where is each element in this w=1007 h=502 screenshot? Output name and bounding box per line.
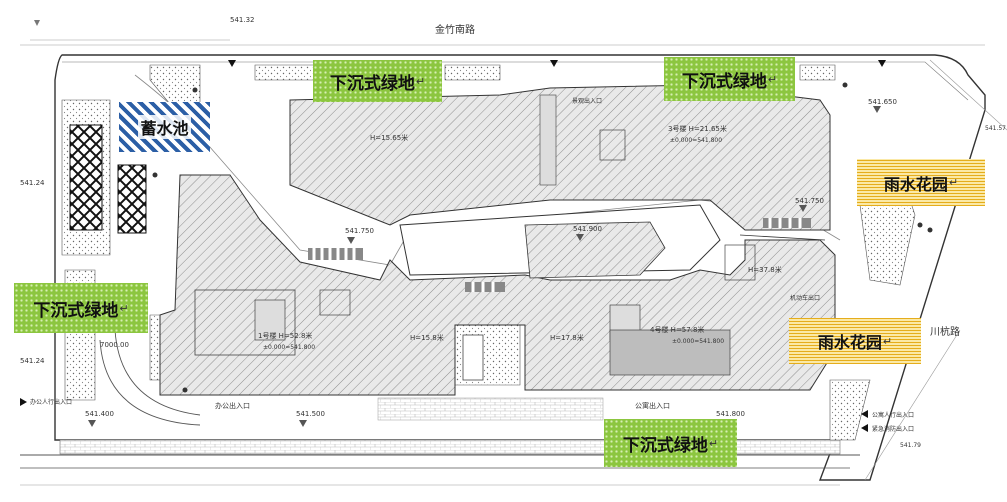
- ramp-width: 7000.00: [100, 341, 129, 349]
- building-3-label: 3号楼 H=21.65米: [668, 124, 727, 133]
- elevation-right-edge: 541.57: [985, 125, 1006, 132]
- elevation-center: 541.900: [573, 225, 602, 233]
- sunken-green-text: 下沉式绿地: [33, 300, 119, 321]
- storage-tank-b: [117, 164, 147, 234]
- elevation-right-bottom: 541.79: [900, 442, 921, 449]
- storage-tank-a: [69, 124, 103, 231]
- building-3-elevation: ±0.000=541.800: [670, 137, 722, 144]
- office-entry-label: 办公出入口: [215, 401, 250, 410]
- lawn-path-label: 景观出入口: [572, 97, 602, 105]
- return-mark: ↵: [708, 436, 719, 450]
- return-mark: ↵: [767, 72, 778, 86]
- sunken-green-label-top-right: 下沉式绿地↵: [664, 57, 795, 101]
- road-name-north: 金竹南路: [435, 23, 475, 36]
- rain-garden-text: 雨水花园: [817, 333, 882, 352]
- elevation-east-mid: 541.750: [795, 197, 824, 205]
- elevation-top: 541.32: [230, 16, 255, 24]
- elevation-bottom-right: 541.800: [716, 410, 745, 418]
- building-2-label: H=15.8米: [410, 333, 444, 342]
- storage-pool-text: 蓄水池: [138, 115, 191, 139]
- rain-garden-label-right-upper: 雨水花园↵: [857, 159, 985, 206]
- return-mark: ↵: [882, 334, 893, 348]
- parking-exit-label: 机动车出口: [790, 294, 820, 302]
- building-1-label: 1号楼 H=52.8米: [258, 331, 312, 340]
- building-5-elevation: ±0.000=541.800: [672, 338, 724, 345]
- building-7-label: H=15.65米: [370, 133, 408, 142]
- elevation-left-upper: 541.24: [20, 179, 45, 187]
- sunken-green-text: 下沉式绿地: [681, 71, 767, 92]
- building-1-elevation: ±0.000=541.800: [263, 344, 315, 351]
- elevation-east-upper: 541.650: [868, 98, 897, 106]
- sunken-green-label-left: 下沉式绿地↵: [14, 283, 148, 333]
- office-ped-label: 办公人行出入口: [30, 398, 72, 406]
- return-mark: ↵: [948, 176, 959, 189]
- building-5-label: 4号楼 H=57.8米: [650, 325, 704, 334]
- return-mark: ↵: [119, 301, 129, 315]
- sunken-green-text: 下沉式绿地: [329, 73, 415, 94]
- public-entry-label: 公寓出入口: [635, 401, 670, 410]
- sunken-green-text: 下沉式绿地: [622, 435, 708, 456]
- building-4-label: H=17.8米: [550, 333, 584, 342]
- elevation-left-lower: 541.24: [20, 357, 45, 365]
- emergency-entry-label: 紧急消防出入口: [872, 425, 914, 433]
- rain-garden-label-right-lower: 雨水花园↵: [789, 318, 921, 364]
- ped-entry-label: 公寓人行出入口: [872, 411, 914, 419]
- entry-paving: [377, 397, 604, 421]
- sunken-green-label-top-left: 下沉式绿地↵: [313, 60, 442, 102]
- ramp-stripes: [308, 218, 811, 292]
- return-mark: ↵: [415, 74, 426, 88]
- rain-garden-text: 雨水花园: [883, 174, 948, 194]
- elevation-bottom-mid: 541.500: [296, 410, 325, 418]
- road-name-east: 川杭路: [930, 325, 960, 338]
- building-6-label: H=37.8米: [748, 265, 782, 274]
- sunken-green-label-bottom: 下沉式绿地↵: [604, 419, 737, 467]
- storage-pool-label: 蓄水池: [119, 102, 210, 152]
- elevation-mid-left: 541.750: [345, 227, 374, 235]
- elevation-bottom-left: 541.400: [85, 410, 114, 418]
